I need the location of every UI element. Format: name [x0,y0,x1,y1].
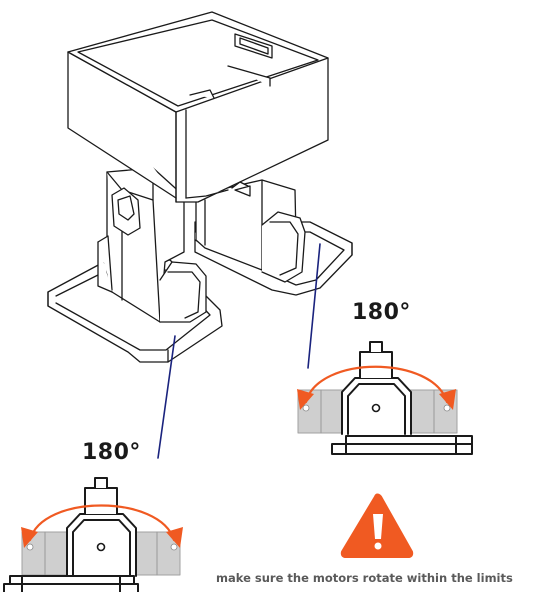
warning-triangle-icon [340,493,414,558]
left-leader-line [157,335,176,459]
left-angle-label: 180° [82,440,141,465]
battery-box [67,11,329,203]
robot-body [47,11,353,363]
rotation-arrow-icon [304,365,449,404]
hip-connector-detail [231,181,249,189]
left-motor-detail [3,477,183,595]
right-angle-label: 180° [352,300,411,325]
hip-connector [185,189,229,199]
left-leg [97,167,207,323]
warning-text: make sure the motors rotate within the l… [216,571,513,585]
right-leg [195,179,306,283]
right-leader-line [307,243,321,369]
rotation-arrow-icon [28,504,176,542]
right-motor-detail [297,341,473,455]
